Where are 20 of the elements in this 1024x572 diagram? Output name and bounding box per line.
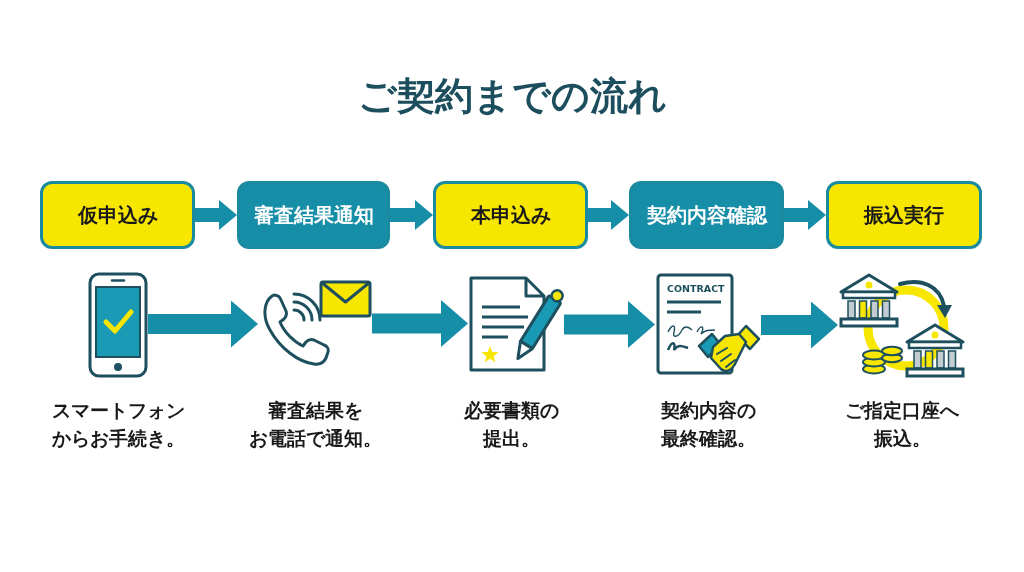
document-heading: CONTRACT: [667, 283, 725, 294]
process-box: 本申込み: [433, 181, 588, 249]
node-label: 契約内容の最終確認。: [660, 398, 756, 451]
process-box: 契約内容確認: [629, 181, 784, 249]
node-label: 審査結果をお電話で通知。: [248, 398, 382, 451]
node-label: ご指定口座へ振込。: [845, 398, 959, 451]
node-label: 必要書類の提出。: [463, 398, 559, 451]
process-box: 審査結果通知: [237, 181, 390, 249]
arrow: [784, 200, 826, 230]
arrow: [148, 300, 258, 348]
arrow: [761, 301, 838, 349]
arrow: [588, 200, 629, 230]
arrow: [390, 200, 433, 230]
arrow: [564, 301, 655, 348]
arrow: [195, 200, 237, 230]
process-box: 振込実行: [826, 181, 982, 249]
title: ご契約までの流れ: [357, 73, 667, 120]
node-label: スマートフォンからお手続き。: [51, 398, 185, 451]
arrow: [372, 300, 468, 347]
process-box: 仮申込み: [40, 181, 195, 249]
